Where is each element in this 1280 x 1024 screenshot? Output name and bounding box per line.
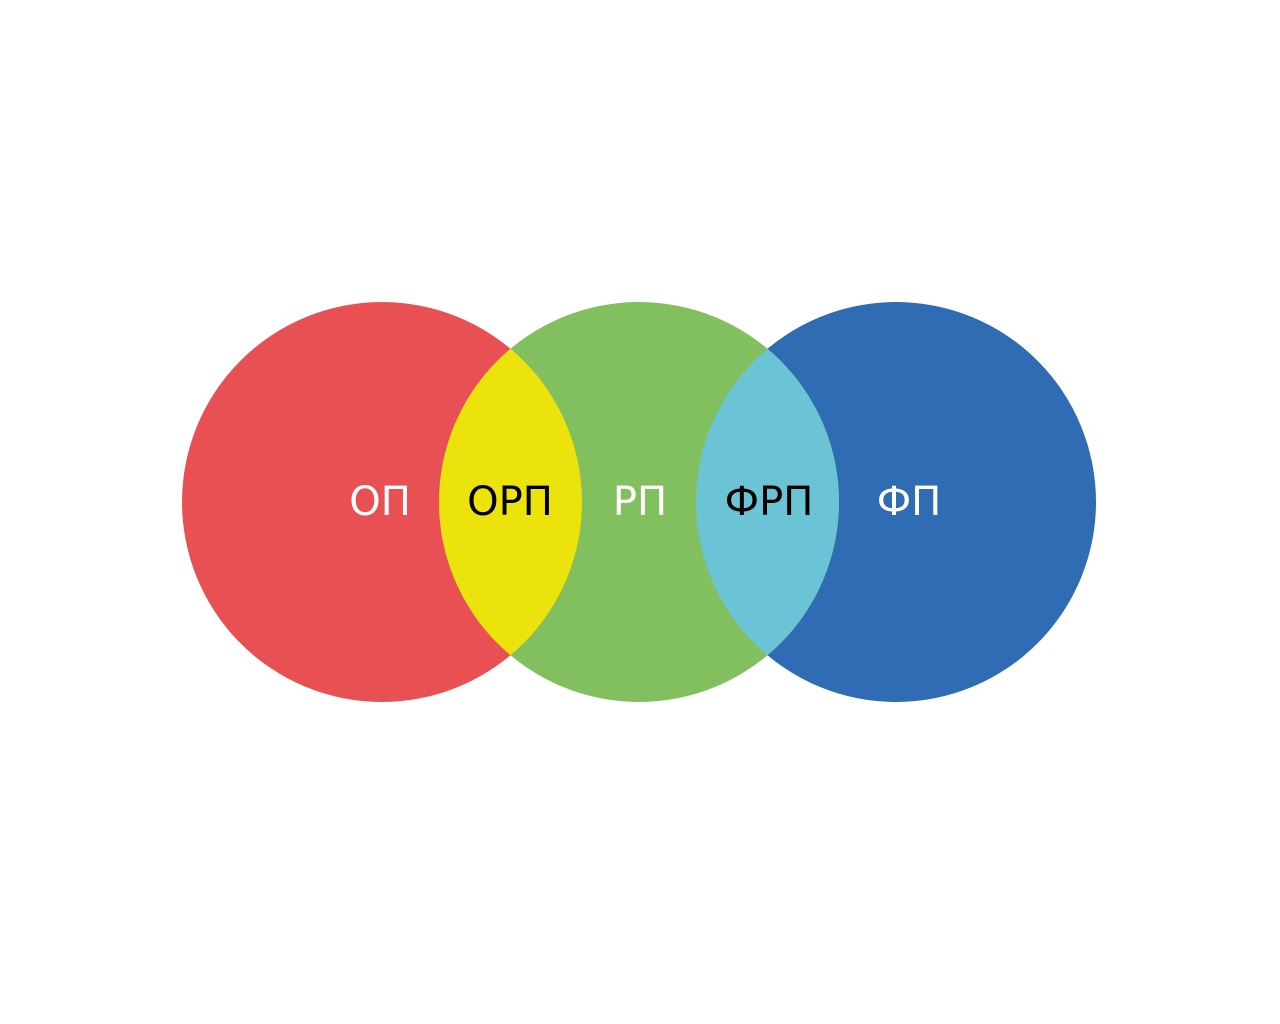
middle-only-label: РП [613,479,667,525]
left-middle-overlap-region [439,302,582,702]
middle-right-overlap-region [696,302,839,702]
right-only-label: ФП [877,479,942,525]
left-middle-label: ОРП [467,479,553,525]
middle-right-label: ФРП [725,479,814,525]
left-only-label: ОП [349,479,411,525]
